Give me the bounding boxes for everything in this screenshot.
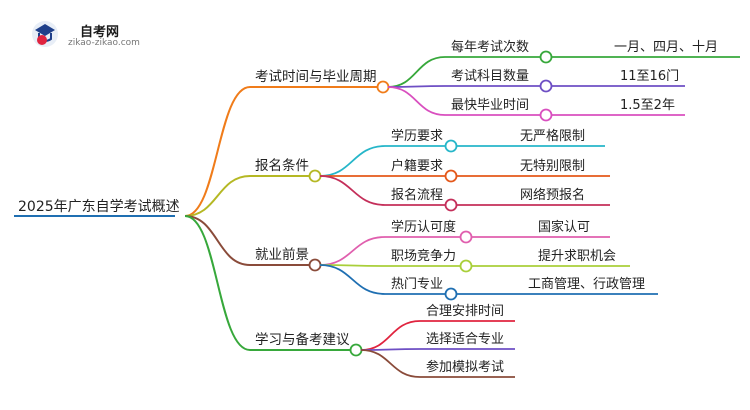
connector bbox=[387, 85, 446, 88]
connector bbox=[387, 56, 446, 88]
branch-2-item-1-label: 职场竞争力 bbox=[391, 248, 456, 264]
branch-1-item-0-label: 学历要求 bbox=[391, 128, 443, 144]
branch-2-item-2-node[interactable] bbox=[444, 287, 458, 301]
branch-0-item-2-value: 1.5至2年 bbox=[620, 98, 675, 113]
branch-0-item-1-label: 考试科目数量 bbox=[451, 69, 529, 84]
branch-2-item-1-node[interactable] bbox=[459, 259, 473, 273]
branch-3-item-1-label: 选择适合专业 bbox=[426, 332, 504, 347]
branch-1-item-0-node[interactable] bbox=[444, 139, 458, 153]
branch-0-item-2-label: 最快毕业时间 bbox=[451, 98, 529, 113]
branch-0-item-1-node[interactable] bbox=[539, 79, 553, 93]
branch-0-label: 考试时间与毕业周期 bbox=[255, 69, 377, 85]
branch-1-item-2-node[interactable] bbox=[444, 198, 458, 212]
branch-3-label: 学习与备考建议 bbox=[255, 331, 350, 348]
branch-3-node[interactable] bbox=[349, 343, 363, 357]
connector bbox=[360, 320, 421, 351]
branch-2-item-0-label: 学历认可度 bbox=[391, 219, 456, 235]
connector bbox=[360, 349, 421, 378]
root-title: 2025年广东自学考试概述 bbox=[18, 199, 180, 215]
branch-2-item-1-value: 提升求职机会 bbox=[538, 248, 616, 264]
connector bbox=[184, 175, 251, 217]
branch-0-item-0-label: 每年考试次数 bbox=[451, 39, 529, 55]
branch-2-item-0-node[interactable] bbox=[459, 230, 473, 244]
logo-icon bbox=[32, 21, 58, 47]
connector bbox=[184, 215, 251, 351]
connector bbox=[319, 145, 386, 177]
branch-1-item-2-value: 网络预报名 bbox=[520, 187, 585, 203]
logo-url: zikao-zikao.com bbox=[68, 38, 140, 48]
branch-2-item-2-label: 热门专业 bbox=[391, 277, 443, 292]
branch-1-node[interactable] bbox=[308, 169, 322, 183]
connector bbox=[184, 86, 251, 217]
site-logo[interactable]: 自考网 zikao-zikao.com bbox=[30, 18, 170, 50]
branch-0-item-1-value: 11至16门 bbox=[620, 69, 679, 84]
branch-2-item-0-value: 国家认可 bbox=[538, 219, 590, 235]
branch-1-item-0-value: 无严格限制 bbox=[520, 128, 585, 144]
connector bbox=[360, 348, 421, 351]
branch-0-item-2-node[interactable] bbox=[539, 108, 553, 122]
connector bbox=[319, 175, 386, 206]
connector bbox=[387, 86, 446, 116]
branch-1-item-2-label: 报名流程 bbox=[391, 187, 443, 203]
connector bbox=[319, 264, 386, 295]
branch-1-item-1-value: 无特别限制 bbox=[520, 159, 585, 174]
branch-3-item-0-label: 合理安排时间 bbox=[426, 304, 504, 319]
branch-3-item-2-label: 参加模拟考试 bbox=[426, 359, 504, 375]
connector bbox=[184, 215, 251, 266]
branch-1-item-1-node[interactable] bbox=[444, 169, 458, 183]
connector bbox=[319, 236, 386, 266]
branch-2-item-2-value: 工商管理、行政管理 bbox=[528, 277, 645, 292]
branch-0-item-0-value: 一月、四月、十月 bbox=[614, 40, 718, 55]
branch-0-node[interactable] bbox=[376, 80, 390, 94]
logo-name: 自考网 bbox=[80, 25, 120, 40]
branch-2-label: 就业前景 bbox=[255, 246, 309, 263]
branch-0-item-0-node[interactable] bbox=[539, 50, 553, 64]
branch-1-label: 报名条件 bbox=[255, 157, 309, 174]
branch-2-node[interactable] bbox=[308, 258, 322, 272]
branch-1-item-1-label: 户籍要求 bbox=[391, 158, 443, 174]
